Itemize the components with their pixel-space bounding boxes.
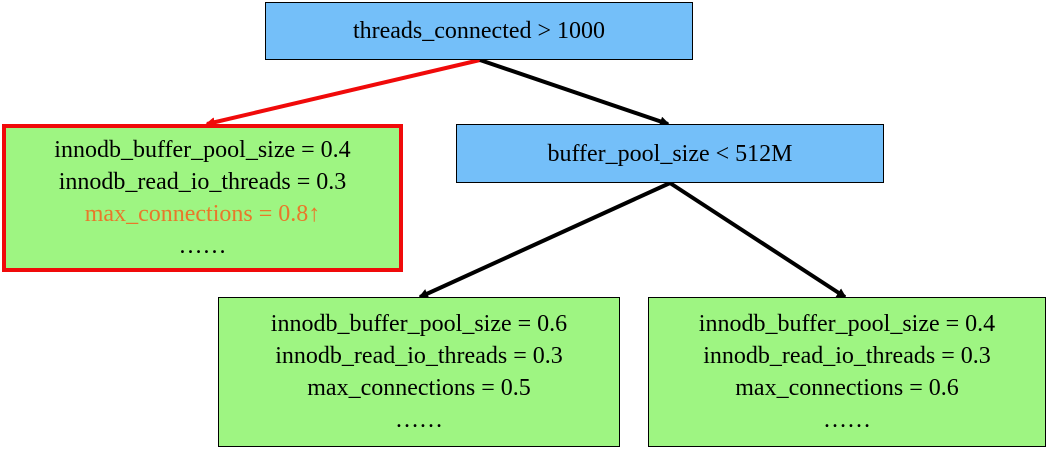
edge-split-to-right-leaf: [668, 181, 847, 299]
root-condition-node: threads_connected > 1000: [265, 2, 693, 60]
split-condition-label: buffer_pool_size < 512M: [547, 140, 793, 167]
leaf-param-buffer-pool: innodb_buffer_pool_size = 0.6: [270, 311, 568, 337]
edge-root-to-split: [479, 58, 670, 127]
edge-split-to-mid-leaf: [418, 181, 671, 299]
leaf-param-buffer-pool: innodb_buffer_pool_size = 0.4: [54, 137, 351, 163]
leaf-node-middle: innodb_buffer_pool_size = 0.6 innodb_rea…: [218, 297, 620, 447]
leaf-param-read-io-threads: innodb_read_io_threads = 0.3: [275, 343, 563, 369]
leaf-param-max-connections: max_connections = 0.6: [735, 375, 959, 401]
leaf-param-read-io-threads: innodb_read_io_threads = 0.3: [703, 343, 991, 369]
leaf-ellipsis: ……: [178, 233, 227, 259]
leaf-param-buffer-pool: innodb_buffer_pool_size = 0.4: [698, 311, 996, 337]
edge-root-to-left-leaf: [205, 58, 481, 128]
leaf-ellipsis: ……: [823, 407, 871, 433]
leaf-param-max-connections-highlighted: max_connections = 0.8↑: [84, 201, 321, 227]
leaf-node-right: innodb_buffer_pool_size = 0.4 innodb_rea…: [648, 297, 1046, 447]
leaf-param-read-io-threads: innodb_read_io_threads = 0.3: [58, 169, 347, 195]
leaf-ellipsis: ……: [395, 407, 443, 433]
leaf-param-max-connections: max_connections = 0.5: [307, 375, 531, 401]
leaf-node-highlighted: innodb_buffer_pool_size = 0.4 innodb_rea…: [2, 124, 403, 272]
root-condition-label: threads_connected > 1000: [352, 18, 606, 44]
split-condition-node: buffer_pool_size < 512M: [456, 124, 884, 183]
